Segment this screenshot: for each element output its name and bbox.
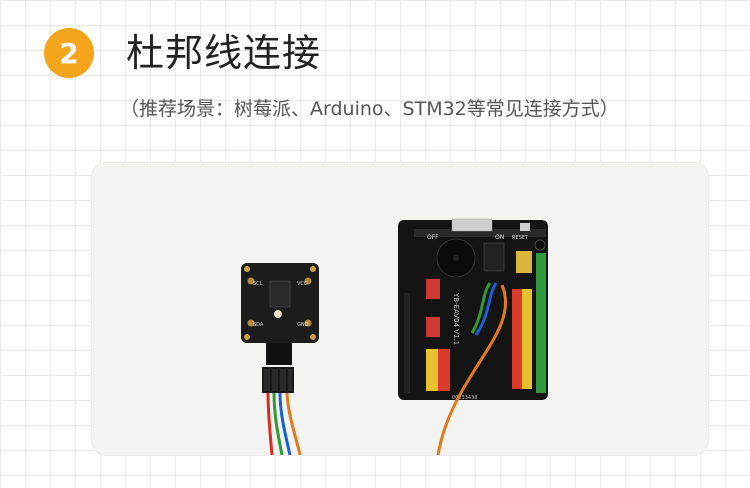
step-number: 2	[59, 36, 79, 70]
board-brand: YB-EAV04 V1.1	[452, 292, 460, 345]
step-number-badge: 2	[44, 28, 94, 78]
product-photo: VCC GND SDA SCL	[92, 163, 708, 455]
switch-off-label: OFF	[427, 234, 439, 241]
dupont-wires	[266, 392, 302, 455]
sensor-module: VCC GND SDA SCL	[241, 263, 319, 343]
reset-label: RESET	[512, 235, 529, 241]
photo-illustration: VCC GND SDA SCL	[241, 218, 548, 455]
sensor-label-gnd: GND	[297, 322, 309, 328]
section-subtitle: （推荐场景：树莓派、Arduino、STM32等常见连接方式）	[120, 98, 619, 120]
sensor-label-vcc: VCC	[297, 281, 308, 287]
dupont-connector	[262, 343, 294, 393]
board-serial: 00233438	[452, 395, 477, 401]
sensor-label-sda: SDA	[253, 322, 264, 328]
sensor-label-scl: SCL	[253, 281, 263, 287]
switch-on-label: ON	[495, 234, 504, 241]
section-title: 杜邦线连接	[126, 31, 322, 75]
expansion-board: OFF ON RESET YB-EAV04 V1.1 00233438	[398, 218, 548, 455]
